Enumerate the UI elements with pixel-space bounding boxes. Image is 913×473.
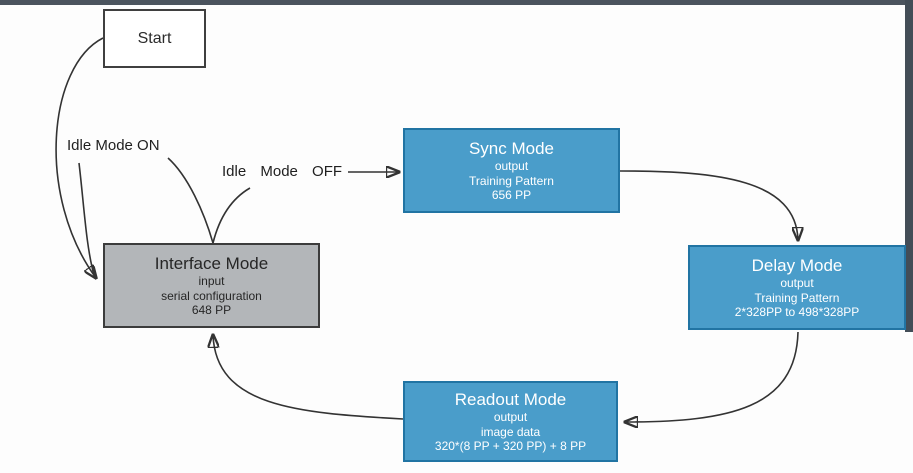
node-sync-line: 656 PP xyxy=(491,188,532,203)
edge-readout-to-interface xyxy=(213,335,404,420)
page-right-border xyxy=(905,0,913,332)
node-sync-line: output xyxy=(494,159,529,174)
node-sync-line: Training Pattern xyxy=(469,173,554,188)
node-delay-mode: Delay Mode output Training Pattern 2*328… xyxy=(688,245,906,330)
node-interface-line: serial configuration xyxy=(161,288,262,303)
edge-label-idle-mode-on: Idle Mode ON xyxy=(67,137,160,154)
node-interface-line: 648 PP xyxy=(191,303,232,318)
node-readout-mode: Readout Mode output image data 320*(8 PP… xyxy=(403,381,618,462)
edge-sync-to-delay xyxy=(619,170,798,240)
node-sync-title: Sync Mode xyxy=(468,138,555,158)
node-start-title: Start xyxy=(137,29,172,47)
node-delay-line: 2*328PP to 498*328PP xyxy=(734,305,860,320)
edge-start-to-interface xyxy=(55,37,104,278)
node-interface-mode: Interface Mode input serial configuratio… xyxy=(103,243,320,328)
node-readout-title: Readout Mode xyxy=(454,389,567,409)
node-delay-title: Delay Mode xyxy=(751,255,843,275)
node-delay-line: Training Pattern xyxy=(754,290,840,305)
node-readout-line: 320*(8 PP + 320 PP) + 8 PP xyxy=(434,439,587,454)
node-readout-line: image data xyxy=(480,424,541,439)
node-interface-title: Interface Mode xyxy=(154,253,269,273)
edge-label-idle-mode-off: Idle Mode OFF xyxy=(222,163,343,180)
node-interface-line: input xyxy=(198,274,225,289)
edge-idle-on-loop-out xyxy=(167,157,214,244)
edge-idle-off-curve xyxy=(212,187,251,244)
edge-delay-to-readout xyxy=(625,331,799,422)
node-readout-line: output xyxy=(493,410,528,425)
node-delay-line: output xyxy=(780,276,814,291)
page-top-border xyxy=(0,0,913,5)
node-sync-mode: Sync Mode output Training Pattern 656 PP xyxy=(403,128,620,213)
node-start: Start xyxy=(103,9,206,68)
edge-idle-on-loop-in xyxy=(78,162,95,276)
